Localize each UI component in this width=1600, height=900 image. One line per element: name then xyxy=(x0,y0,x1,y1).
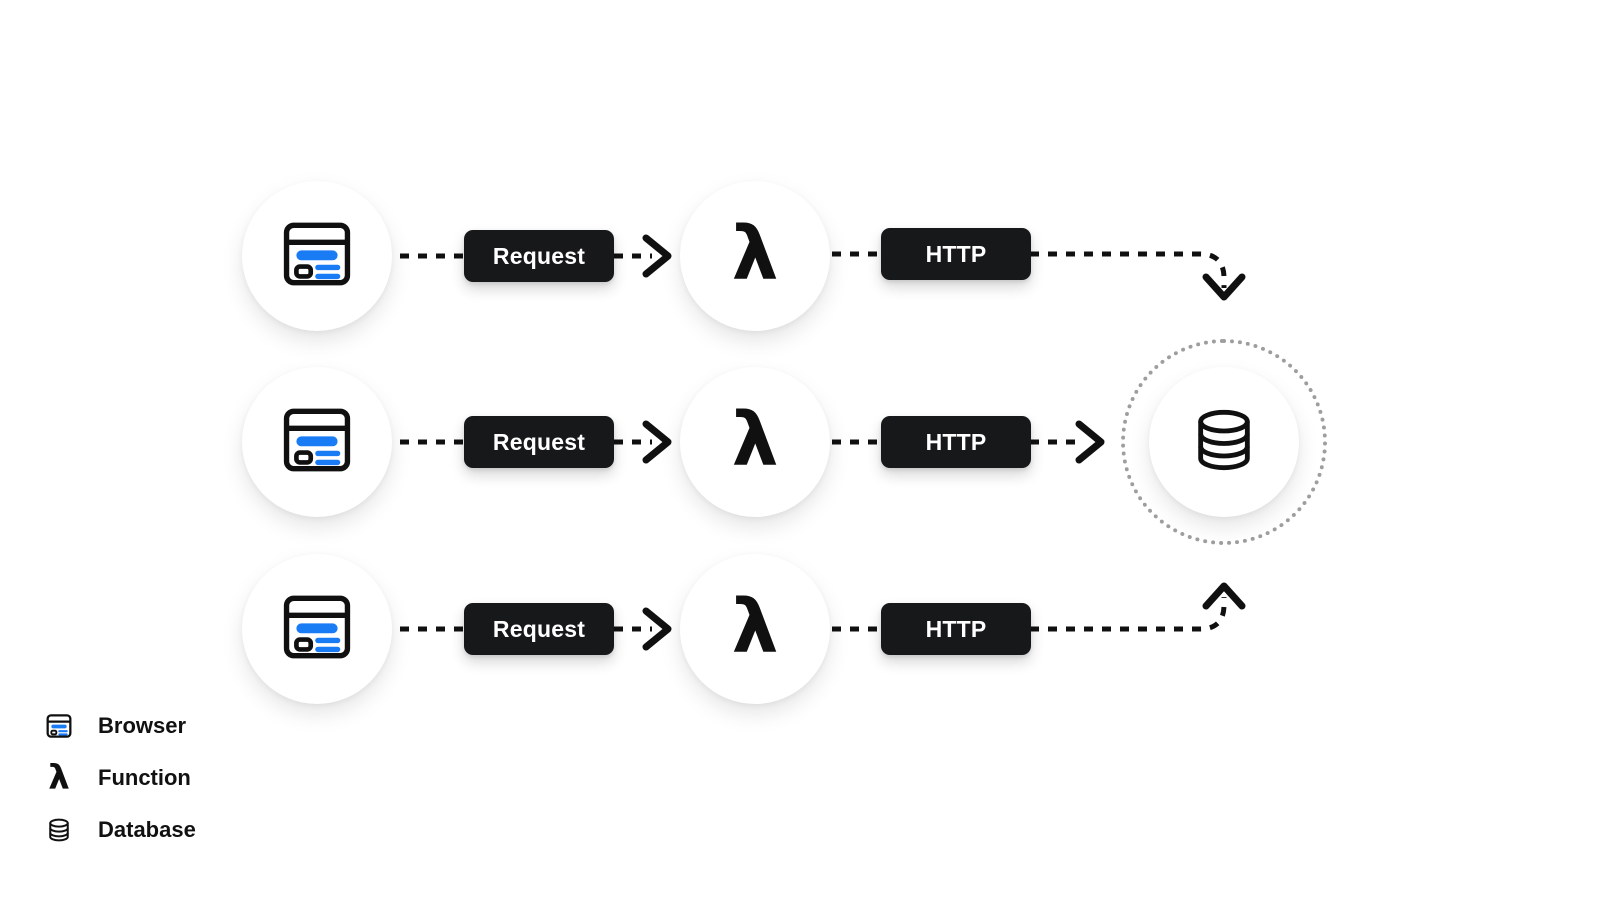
browser-icon xyxy=(274,211,360,302)
browser-icon xyxy=(274,584,360,675)
database-icon xyxy=(1184,400,1264,485)
database-icon xyxy=(42,813,76,847)
http-pill-3[interactable]: HTTP xyxy=(881,603,1031,655)
wire-http-to-db-3 xyxy=(1030,597,1227,632)
request-pill-1[interactable]: Request xyxy=(464,230,614,282)
request-pill-label-1: Request xyxy=(492,242,586,269)
browser-node-3[interactable] xyxy=(242,554,392,704)
database-highlight-ring xyxy=(1121,339,1327,545)
wire-http-to-db-1 xyxy=(1030,251,1227,288)
legend-item-database: Database xyxy=(42,804,196,856)
request-pill-3[interactable]: Request xyxy=(464,603,614,655)
arrowhead-request-3 xyxy=(642,607,672,651)
arrowhead-db-down-1 xyxy=(1202,273,1246,301)
http-pill-label-1: HTTP xyxy=(925,240,987,267)
legend: Browser λ Function Database xyxy=(42,700,196,856)
legend-label-function: Function xyxy=(98,765,191,790)
request-pill-label-3: Request xyxy=(492,615,586,642)
database-node[interactable] xyxy=(1149,367,1299,517)
arrowhead-db-2 xyxy=(1075,420,1105,464)
legend-label-database: Database xyxy=(98,817,196,842)
legend-label-browser: Browser xyxy=(98,713,187,738)
legend-item-browser: Browser xyxy=(42,700,196,752)
function-node-2[interactable]: λ xyxy=(680,367,830,517)
http-pill-label-3: HTTP xyxy=(925,615,987,642)
request-pill-2[interactable]: Request xyxy=(464,416,614,468)
lambda-icon: λ xyxy=(731,397,779,483)
http-pill-1[interactable]: HTTP xyxy=(881,228,1031,280)
arrowhead-request-1 xyxy=(642,234,672,278)
lambda-icon: λ xyxy=(48,758,70,798)
browser-icon xyxy=(274,397,360,488)
lambda-icon: λ xyxy=(731,584,779,670)
request-pill-label-2: Request xyxy=(492,428,586,455)
legend-item-function: λ Function xyxy=(42,752,196,804)
lambda-icon: λ xyxy=(731,211,779,297)
http-pill-label-2: HTTP xyxy=(925,428,987,455)
arrowhead-request-2 xyxy=(642,420,672,464)
browser-node-1[interactable] xyxy=(242,181,392,331)
browser-node-2[interactable] xyxy=(242,367,392,517)
function-node-1[interactable]: λ xyxy=(680,181,830,331)
browser-icon xyxy=(42,709,76,743)
function-node-3[interactable]: λ xyxy=(680,554,830,704)
arrowhead-db-up-3 xyxy=(1202,582,1246,610)
http-pill-2[interactable]: HTTP xyxy=(881,416,1031,468)
